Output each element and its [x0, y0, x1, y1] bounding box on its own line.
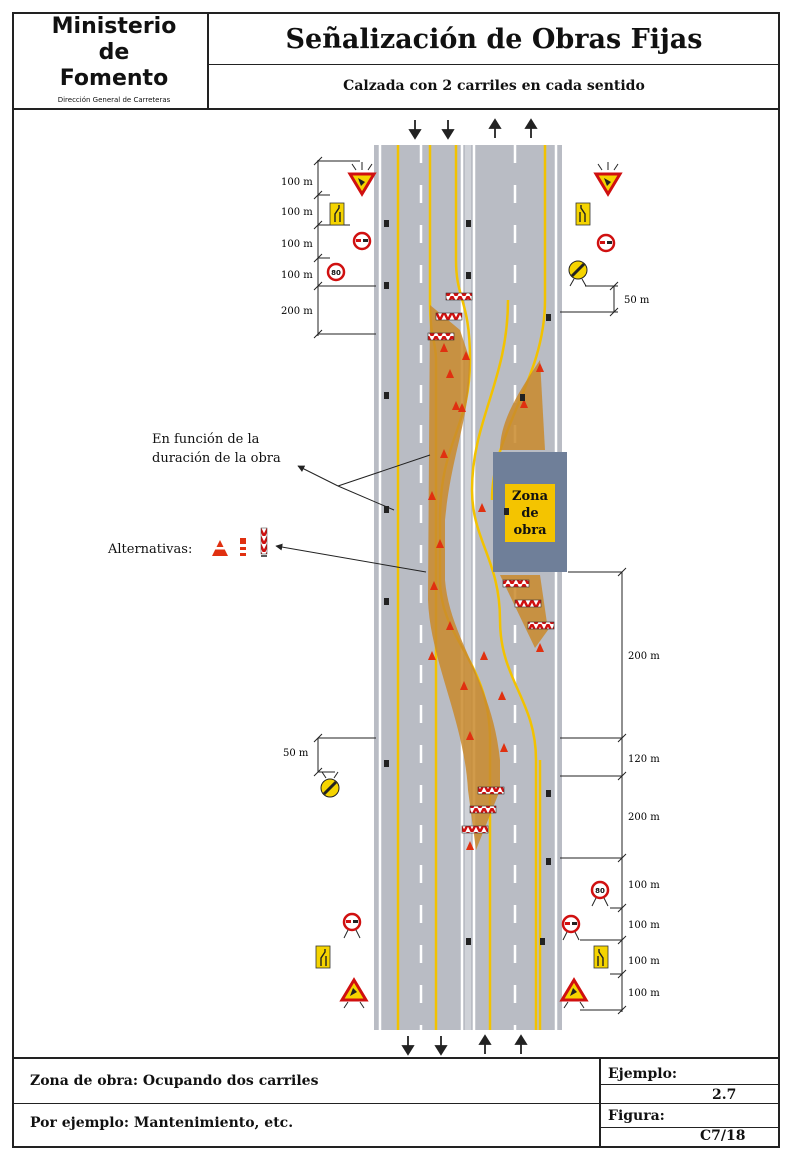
ejemplo-label: Ejemplo:: [608, 1066, 678, 1082]
speed-limit-80-left: 80: [331, 269, 341, 277]
dim-left-top-2: 100 m: [281, 207, 313, 218]
ejemplo-line: [600, 1084, 780, 1085]
dim-left-top-5: 200 m: [281, 306, 313, 317]
taper-left: [428, 305, 500, 850]
ministry-subtitle: Dirección General de Carreteras: [57, 96, 171, 104]
sign-no-overtaking-right: [596, 233, 616, 253]
speed-limit-80-right: 80: [595, 887, 605, 895]
sign-no-overtaking-left-bottom: [342, 912, 362, 939]
work-zone-line-3: obra: [513, 523, 547, 538]
page-frame: [12, 12, 780, 1148]
sign-no-overtaking-left: [352, 231, 372, 251]
dim-right-bottom-2: 120 m: [628, 754, 660, 765]
sign-lane-narrowing-right: [575, 202, 591, 226]
sign-lane-narrowing-left: [329, 202, 345, 226]
dim-right-top: 50 m: [624, 295, 650, 306]
sign-men-working-left-bottom: [339, 977, 369, 1009]
figura-value: C7/18: [700, 1128, 746, 1144]
dim-right-bottom-4: 100 m: [628, 880, 660, 891]
page-subtitle: Calzada con 2 carriles en cada sentido: [343, 78, 645, 94]
dimension-lines-right-bottom: [560, 567, 627, 1015]
arrow-duration-3: [337, 454, 431, 487]
ministry-line-2: de: [98, 40, 130, 65]
example-description: Por ejemplo: Mantenimiento, etc.: [30, 1115, 294, 1131]
label-duration-1: En función de la: [152, 432, 260, 447]
arrow-duration-2: [337, 485, 395, 511]
dim-right-bottom-7: 100 m: [628, 988, 660, 999]
arrow-alternatives: [275, 543, 427, 573]
work-zone-label-bg: [505, 484, 555, 542]
lane-edge-lines: [378, 145, 558, 1030]
footer-mid-line: [12, 1103, 780, 1104]
figura-label: Figura:: [608, 1108, 665, 1124]
header-divider: [207, 12, 209, 109]
sign-speed-limit-right-bottom: 80: [590, 880, 610, 907]
dim-left-bottom: 50 m: [283, 748, 309, 759]
label-duration-2: duración de la obra: [152, 451, 281, 466]
dimension-lines-left-top: [313, 156, 376, 339]
median: [465, 145, 471, 1030]
taper-right-lower: [500, 575, 548, 648]
sign-lane-narrowing-right-bottom: [593, 945, 609, 969]
title-divider: [208, 64, 780, 65]
sign-men-working-right-bottom: [559, 977, 589, 1009]
dimension-line-left-bottom: [313, 733, 376, 777]
sign-end-restriction-left: [320, 771, 340, 798]
page-title: Señalización de Obras Fijas: [285, 24, 703, 55]
label-alternatives: Alternativas:: [107, 542, 192, 557]
footer-top-line: [12, 1057, 780, 1059]
arrow-duration-1: [297, 465, 339, 487]
dim-left-top-4: 100 m: [281, 270, 313, 281]
ministry-line-1: Ministerio: [51, 14, 177, 39]
figura-line: [600, 1127, 780, 1128]
direction-arrows: [401, 118, 538, 1056]
dimension-line-right-top: [560, 281, 619, 317]
dim-right-bottom-3: 200 m: [628, 812, 660, 823]
traffic-cones: [428, 343, 544, 850]
alternatives-icons: [212, 527, 268, 557]
dim-right-bottom-1: 200 m: [628, 651, 660, 662]
dim-left-top-3: 100 m: [281, 239, 313, 250]
work-zone-line-2: de: [521, 506, 538, 521]
sign-no-overtaking-right-bottom: [561, 914, 581, 941]
ministry-line-3: Fomento: [59, 66, 169, 91]
ejemplo-value: 2.7: [712, 1087, 737, 1103]
warning-lights: [384, 220, 551, 945]
work-zone-line-1: Zona: [512, 489, 549, 504]
barrier-panels: [427, 292, 555, 834]
sign-end-restriction-right: [568, 260, 588, 287]
sign-lane-narrowing-left-bottom: [315, 945, 331, 969]
zone-description: Zona de obra: Ocupando dos carriles: [30, 1073, 319, 1089]
dim-right-bottom-6: 100 m: [628, 956, 660, 967]
sign-men-working-right: [593, 162, 623, 197]
header-bottom-line: [12, 108, 780, 110]
footer-divider: [599, 1058, 601, 1148]
dim-left-top-1: 100 m: [281, 177, 313, 188]
dim-right-bottom-5: 100 m: [628, 920, 660, 931]
sign-speed-limit-left: 80: [326, 262, 346, 282]
sign-men-working-left: [347, 162, 377, 197]
